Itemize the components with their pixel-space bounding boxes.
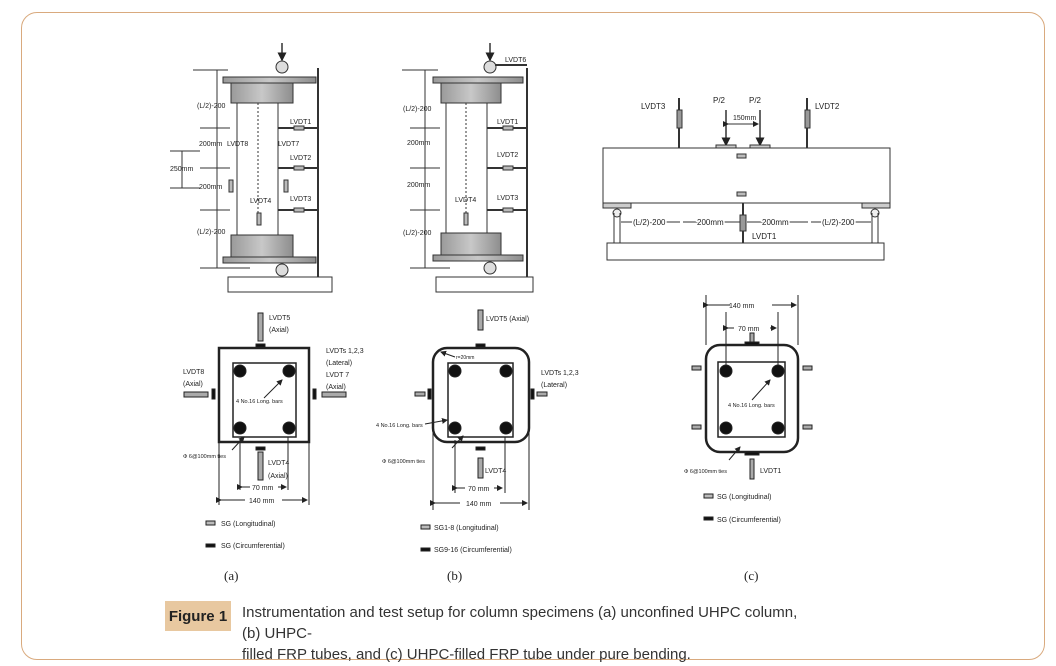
panel-c-beam [602, 98, 891, 261]
legend-circumferential: SG9-16 (Circumferential) [434, 547, 512, 554]
lvdt-label: (Axial) [268, 473, 288, 480]
panel-b-label: (b) [447, 568, 462, 583]
bottom-plate [222, 256, 317, 264]
top-roller [275, 60, 289, 74]
lvdt-label: LVDT3 [497, 195, 518, 202]
lvdt-label: LVDT8 [183, 369, 204, 376]
lvdt-label: LVDT2 [497, 152, 518, 159]
lvdt-label: LVDTs 1,2,3 [541, 370, 579, 377]
dim-label: 200mm [697, 218, 724, 227]
lvdt-label: LVDT1 [760, 468, 781, 475]
dim-label: 250mm [170, 166, 194, 173]
dim-label: (L/2)-200 [403, 230, 432, 237]
lvdt-label: LVDT1 [290, 119, 311, 126]
lvdt-label: LVDT5 [269, 315, 290, 322]
lvdt-label: LVDT1 [752, 232, 777, 241]
dim-label: 70 mm [252, 485, 274, 492]
dim-label: (L/2)-200 [197, 229, 226, 236]
top-grip [230, 82, 294, 104]
bottom-grip [230, 234, 294, 258]
lvdt-label: LVDT4 [455, 197, 476, 204]
dim-label: 70 mm [468, 486, 490, 493]
caption-line: Instrumentation and test setup for colum… [242, 604, 798, 642]
dim-label: 140 mm [729, 303, 754, 310]
dim-label: 140 mm [249, 498, 274, 505]
lvdt-label: LVDT3 [290, 196, 311, 203]
ties-label: Φ 6@100mm ties [684, 469, 727, 475]
dim-label: 200mm [407, 182, 431, 189]
legend-longitudinal: SG1-8 (Longitudinal) [434, 525, 499, 532]
base [227, 276, 333, 293]
dim-label: 200mm [199, 184, 223, 191]
load-label: P/2 [749, 96, 762, 105]
ties-label: Φ 6@100mm ties [183, 454, 226, 460]
figure-caption: Instrumentation and test setup for colum… [242, 602, 802, 665]
dim-label: 140 mm [466, 501, 491, 508]
lvdt-label: LVDT7 [278, 141, 299, 148]
legend-longitudinal: SG (Longitudinal) [717, 494, 771, 501]
lvdt-label: LVDT5 (Axial) [486, 316, 529, 323]
legend-longitudinal: SG (Longitudinal) [221, 521, 275, 528]
lvdt-label: LVDT4 [485, 468, 506, 475]
legend-circumferential: SG (Circumferential) [717, 517, 781, 524]
figure-label: Figure 1 [165, 601, 231, 631]
panel-a-section [183, 312, 347, 548]
lvdt-label: (Lateral) [326, 360, 352, 367]
dim-label: (L/2)-200 [633, 218, 666, 227]
figure-frame [21, 12, 1045, 660]
dim-label: 200mm [199, 141, 223, 148]
panel-a-label: (a) [224, 568, 238, 583]
lvdt-label: LVDT4 [250, 198, 271, 205]
lvdt-label: LVDTs 1,2,3 [326, 348, 364, 355]
dim-label: (L/2)-200 [822, 218, 855, 227]
panel-a-elevation [170, 43, 333, 293]
lvdt-label: (Lateral) [541, 382, 567, 389]
radius-label: r=20mm [456, 355, 474, 361]
dim-label: 150mm [733, 115, 757, 122]
dim-label: 200mm [762, 218, 789, 227]
panel-b-section [414, 309, 548, 552]
bars-label: 4 No.16 Long. bars [236, 399, 283, 405]
ties-label: Φ 6@100mm ties [382, 459, 425, 465]
lvdt-label: LVDT8 [227, 141, 248, 148]
legend-circumferential: SG (Circumferential) [221, 543, 285, 550]
frp-tube-section [431, 346, 531, 444]
lvdt-label: LVDT6 [505, 57, 526, 64]
dim-label: (L/2)-200 [403, 106, 432, 113]
bars-label: 4 No.16 Long. bars [376, 423, 423, 429]
dim-label: 200mm [407, 140, 431, 147]
outer-section [217, 346, 311, 444]
panel-c-label: (c) [744, 568, 758, 583]
lvdt-label: (Axial) [183, 381, 203, 388]
lvdt-label: LVDT3 [641, 102, 666, 111]
bottom-roller [275, 263, 289, 277]
lvdt-label: LVDT2 [290, 155, 311, 162]
dim-label: 70 mm [738, 326, 760, 333]
lvdt-label: LVDT 7 [326, 372, 349, 379]
base [606, 242, 885, 261]
panel-b-elevation [402, 43, 534, 293]
caption-line: filled FRP tubes, and (c) UHPC-filled FR… [242, 646, 691, 663]
load-label: P/2 [713, 96, 726, 105]
lvdt-label: LVDT1 [497, 119, 518, 126]
lvdt-label: LVDT4 [268, 460, 289, 467]
lvdt-label: (Axial) [269, 327, 289, 334]
frp-tube-section [704, 343, 800, 454]
bars-label: 4 No.16 Long. bars [728, 403, 775, 409]
top-plate [222, 76, 317, 84]
lvdt-label: LVDT2 [815, 102, 840, 111]
dim-label: (L/2)-200 [197, 103, 226, 110]
panel-c-section [691, 295, 813, 521]
lvdt-label: (Axial) [326, 384, 346, 391]
